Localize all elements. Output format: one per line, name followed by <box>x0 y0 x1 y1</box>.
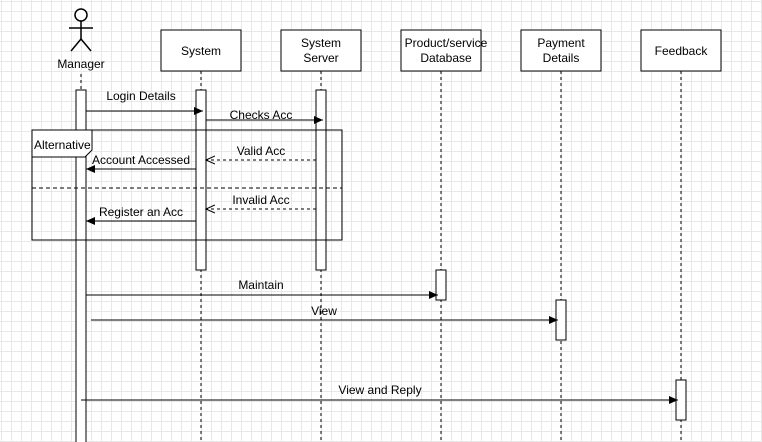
message-label: Register an Acc <box>99 205 183 219</box>
alternative-fragment: Alternative <box>31 129 343 241</box>
participant-system-server-label-line2: Server <box>303 51 338 65</box>
participant-system-label: System <box>181 44 221 58</box>
participant-payment-label-line2: Details <box>543 51 580 65</box>
manager-activation <box>75 89 87 442</box>
message-label: Checks Acc <box>230 108 293 122</box>
participant-payment-label-line1: Payment <box>537 36 585 50</box>
participant-product-db-label-line2: Database <box>420 51 472 65</box>
message-label: Login Details <box>106 89 175 103</box>
participant-system: System <box>160 29 242 72</box>
message-login-details: Login Details <box>86 89 203 115</box>
message-invalid-acc: Invalid Acc <box>206 193 316 209</box>
manager-actor-label: Manager <box>57 57 104 71</box>
message-register-an-acc: Register an Acc <box>86 205 196 225</box>
message-valid-acc: Valid Acc <box>206 144 316 160</box>
message-label: Maintain <box>238 278 283 292</box>
participant-feedback-label: Feedback <box>655 44 709 58</box>
participant-feedback: Feedback <box>640 29 722 72</box>
message-label: Valid Acc <box>237 144 285 158</box>
message-label: View <box>311 304 337 318</box>
message-label: View and Reply <box>338 383 421 397</box>
participant-system-server: System Server <box>280 29 362 72</box>
manager-actor-icon <box>69 8 93 52</box>
message-view-and-reply: View and Reply <box>81 383 678 404</box>
participant-product-db: Product/service Database <box>400 29 488 72</box>
participant-product-db-label-line1: Product/service <box>405 36 488 50</box>
fragment-label: Alternative <box>34 138 91 152</box>
system-activation <box>195 89 207 271</box>
product-db-activation <box>435 269 447 301</box>
message-label: Invalid Acc <box>232 193 289 207</box>
participant-payment: Payment Details <box>520 29 602 72</box>
message-checks-acc: Checks Acc <box>206 108 323 124</box>
participant-system-server-label-line1: System <box>301 36 341 50</box>
message-view: View <box>91 304 558 324</box>
message-account-accessed: Account Accessed <box>86 153 196 173</box>
message-label: Account Accessed <box>92 153 190 167</box>
system-server-activation <box>315 89 327 271</box>
message-maintain: Maintain <box>86 278 438 299</box>
